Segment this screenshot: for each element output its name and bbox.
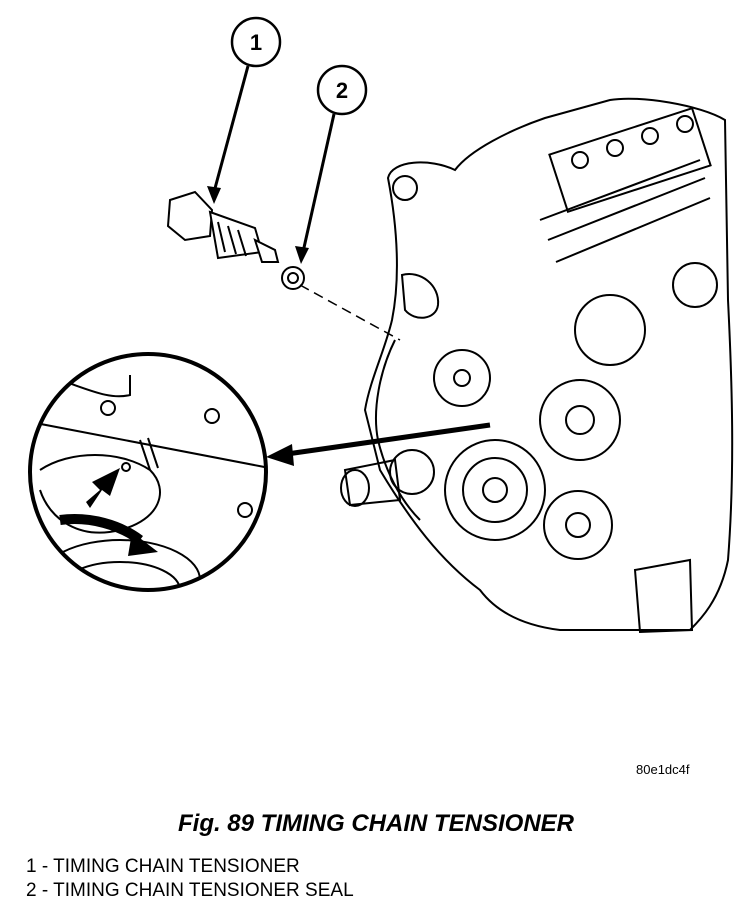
- callout-1-number: 1: [250, 30, 262, 55]
- timing-chain-tensioner: [166, 190, 280, 263]
- detail-inset: [28, 352, 268, 592]
- idler-pulley: [433, 349, 491, 407]
- injector-2: [606, 139, 624, 157]
- figure-caption: Fig. 89 TIMING CHAIN TENSIONER: [177, 810, 575, 837]
- tensioner-pulley-hub: [565, 512, 591, 538]
- engine-block-outline: [363, 97, 734, 631]
- power-steering-reservoir: [574, 294, 646, 366]
- idler-pulley-hub: [453, 369, 471, 387]
- legend-item-2: 2 - TIMING CHAIN TENSIONER SEAL: [26, 880, 354, 901]
- image-reference-code: 80e1dc4f: [636, 762, 690, 777]
- crankshaft-damper-inner: [462, 457, 528, 523]
- crankshaft-damper-hub: [482, 477, 508, 503]
- thermostat-housing: [343, 458, 402, 507]
- callout-2: 2: [295, 64, 368, 264]
- detail-pointer-head: [266, 444, 294, 466]
- oil-pan-flange: [633, 558, 694, 634]
- alignment-arrow: [86, 468, 120, 508]
- crankshaft-damper: [444, 439, 546, 541]
- callout-1: 1: [207, 16, 282, 204]
- rear-pulley: [672, 262, 718, 308]
- lifting-eye: [392, 175, 418, 201]
- intake-port: [400, 273, 440, 319]
- water-pump: [389, 449, 435, 495]
- thermostat-outlet: [340, 469, 370, 507]
- legend: 1 - TIMING CHAIN TENSIONER 2 - TIMING CH…: [26, 855, 354, 903]
- injector-1: [571, 151, 589, 169]
- callout-2-number: 2: [336, 78, 348, 103]
- engine-illustration: 1 2: [28, 16, 734, 634]
- alternator-pulley-hub: [565, 405, 595, 435]
- installation-path-line: [299, 284, 401, 341]
- alternator-pulley: [539, 379, 621, 461]
- injector-4: [676, 115, 694, 133]
- tensioner-seal: [281, 266, 305, 290]
- legend-item-1: 1 - TIMING CHAIN TENSIONER: [26, 856, 300, 877]
- fuel-rail: [539, 159, 711, 263]
- valve-cover: [548, 107, 712, 213]
- detail-pointer-line: [279, 422, 491, 458]
- injector-3: [641, 127, 659, 145]
- tensioner-pulley: [543, 490, 613, 560]
